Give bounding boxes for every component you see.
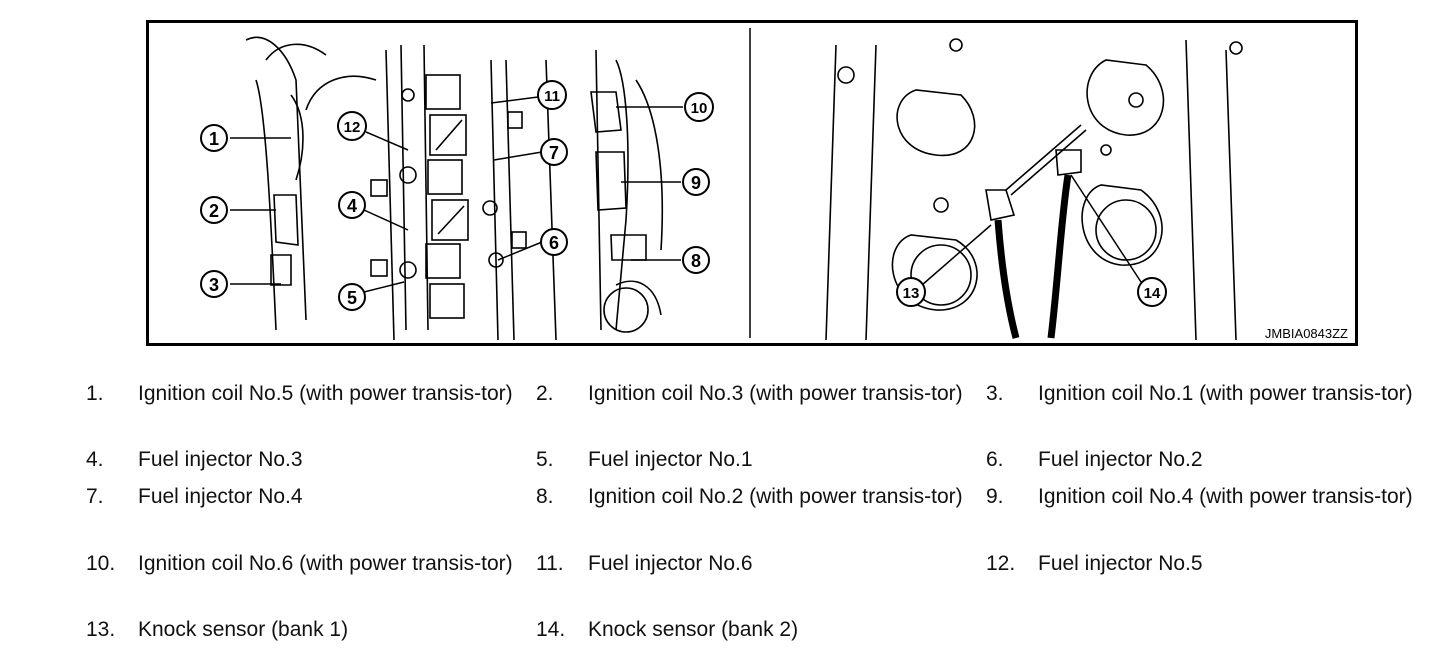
callout-2: 2 bbox=[200, 196, 276, 224]
callout-11: 11 bbox=[490, 80, 567, 110]
legend-number: 13. bbox=[86, 618, 116, 641]
legend-text: Knock sensor (bank 2) bbox=[588, 618, 799, 641]
legend-number: 2. bbox=[536, 382, 554, 405]
callout-3: 3 bbox=[200, 270, 281, 298]
legend-number: 8. bbox=[536, 485, 554, 508]
legend-text: Fuel injector No.3 bbox=[138, 448, 303, 471]
svg-text:8: 8 bbox=[691, 251, 701, 271]
legend-text: Ignition coil No.2 (with power transis-t… bbox=[588, 485, 963, 508]
callout-9: 9 bbox=[621, 168, 710, 196]
callout-14: 14 bbox=[1070, 174, 1167, 307]
svg-text:14: 14 bbox=[1144, 285, 1161, 302]
svg-text:10: 10 bbox=[691, 100, 708, 117]
callout-1: 1 bbox=[200, 124, 291, 152]
callout-13: 13 bbox=[896, 224, 992, 307]
callout-12: 12 bbox=[337, 111, 409, 151]
figure-code: JMBIA0843ZZ bbox=[1265, 326, 1348, 341]
legend-number: 11. bbox=[536, 552, 564, 575]
legend-text: Ignition coil No.3 (with power transis-t… bbox=[588, 382, 963, 405]
legend-number: 10. bbox=[86, 552, 116, 575]
callout-7: 7 bbox=[493, 138, 568, 166]
legend-text: Fuel injector No.1 bbox=[588, 448, 753, 471]
legend-text: Ignition coil No.5 (with power transis-t… bbox=[138, 382, 513, 405]
callout-5: 5 bbox=[338, 281, 405, 311]
callout-group-left: 1 2 3 4 5 bbox=[200, 80, 714, 311]
figure-frame bbox=[146, 20, 1358, 346]
callout-4: 4 bbox=[338, 191, 409, 231]
right-panel-block-view bbox=[825, 38, 1243, 341]
legend-text: Ignition coil No.1 (with power transis-t… bbox=[1038, 382, 1413, 405]
legend-text: Fuel injector No.4 bbox=[138, 485, 303, 508]
legend-number: 1. bbox=[86, 382, 104, 405]
intake-ports bbox=[425, 74, 469, 319]
legend-number: 5. bbox=[536, 448, 554, 471]
legend-text: Fuel injector No.6 bbox=[588, 552, 753, 575]
svg-text:3: 3 bbox=[209, 275, 219, 295]
callout-10: 10 bbox=[616, 92, 714, 122]
legend-text: Knock sensor (bank 1) bbox=[138, 618, 349, 641]
legend-number: 7. bbox=[86, 485, 104, 508]
callout-8: 8 bbox=[631, 246, 710, 274]
legend-text: Fuel injector No.2 bbox=[1038, 448, 1203, 471]
legend-number: 14. bbox=[536, 618, 566, 641]
callout-group-right: 13 14 bbox=[896, 174, 1167, 307]
legend-number: 9. bbox=[986, 485, 1004, 508]
legend-number: 3. bbox=[986, 382, 1004, 405]
svg-text:11: 11 bbox=[544, 88, 560, 105]
engine-diagram: 1 2 3 4 5 bbox=[146, 20, 1358, 346]
svg-text:2: 2 bbox=[209, 201, 219, 221]
svg-text:5: 5 bbox=[347, 288, 357, 308]
left-panel-engine-top-view bbox=[245, 36, 664, 341]
legend-number: 12. bbox=[986, 552, 1016, 575]
callout-6: 6 bbox=[497, 228, 568, 261]
svg-text:6: 6 bbox=[549, 233, 559, 253]
svg-text:1: 1 bbox=[209, 129, 219, 149]
legend-number: 6. bbox=[986, 448, 1004, 471]
legend-text: Ignition coil No.4 (with power transis-t… bbox=[1038, 485, 1413, 508]
svg-text:12: 12 bbox=[344, 119, 361, 136]
legend-text: Fuel injector No.5 bbox=[1038, 552, 1203, 575]
svg-text:7: 7 bbox=[549, 143, 559, 163]
svg-text:13: 13 bbox=[903, 285, 920, 302]
svg-text:9: 9 bbox=[691, 173, 701, 193]
legend-number: 4. bbox=[86, 448, 104, 471]
legend-text: Ignition coil No.6 (with power transis-t… bbox=[138, 552, 513, 575]
svg-text:4: 4 bbox=[347, 196, 357, 216]
